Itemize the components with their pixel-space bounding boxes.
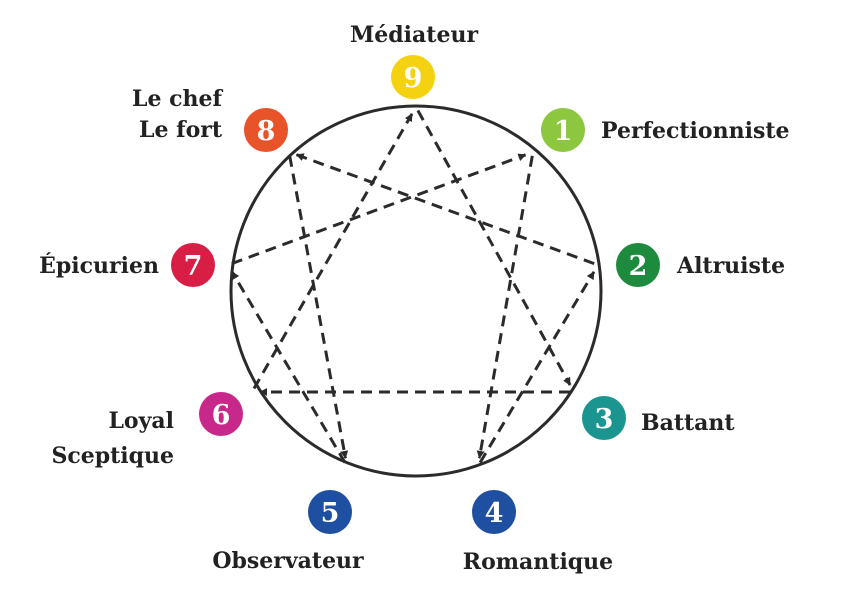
type-label-3: Battant [641, 410, 735, 436]
type-badge-2: 2 [616, 243, 660, 287]
connection-arrow-4-to-2 [478, 271, 596, 464]
type-label-5: Observateur [212, 548, 364, 574]
enneagram-circle [229, 104, 603, 478]
type-badge-circle [171, 243, 215, 287]
type-label-line: Battant [641, 410, 735, 436]
type-badge-1: 1 [541, 108, 585, 152]
connection-arrow-5-to-7 [230, 271, 347, 464]
type-badge-circle [244, 108, 288, 152]
type-label-8: Le chef Le fort [132, 86, 224, 143]
type-label-line: Perfectionniste [601, 118, 789, 144]
type-badge-8: 8 [244, 108, 288, 152]
type-badge-9: 9 [391, 55, 435, 99]
type-label-9: Médiateur [350, 22, 478, 48]
type-badge-circle [541, 108, 585, 152]
type-label-line: Le fort [139, 117, 223, 143]
badges-layer: 1 2 3 4 5 6 7 8 9 [171, 55, 660, 534]
type-label-7: Épicurien [39, 252, 159, 279]
type-badge-7: 7 [171, 243, 215, 287]
connection-arrow-2-to-8 [295, 153, 595, 266]
connection-arrow-8-to-5 [288, 155, 349, 459]
type-badge-circle [199, 392, 243, 436]
type-badge-number: 6 [212, 400, 231, 431]
labels-layer: PerfectionnisteAltruisteBattantRomantiqu… [39, 22, 789, 575]
type-badge-6: 6 [199, 392, 243, 436]
type-label-line: Romantique [463, 549, 613, 575]
type-label-line: Médiateur [350, 22, 478, 48]
type-label-line: Altruiste [676, 253, 785, 279]
type-badge-number: 7 [184, 251, 203, 282]
type-badge-circle [472, 490, 516, 534]
type-badge-number: 8 [257, 116, 276, 147]
type-label-4: Romantique [463, 549, 613, 575]
type-label-2: Altruiste [676, 253, 785, 279]
type-badge-5: 5 [308, 490, 352, 534]
type-badge-number: 2 [629, 251, 648, 282]
type-badge-4: 4 [472, 490, 516, 534]
connection-arrow-1-to-4 [476, 155, 534, 459]
connection-arrow-7-to-1 [231, 153, 527, 266]
type-badge-number: 5 [321, 498, 340, 529]
type-label-line: Sceptique [51, 443, 174, 469]
type-badge-number: 3 [595, 404, 614, 435]
type-badge-number: 1 [554, 116, 573, 147]
type-label-line: Observateur [212, 548, 364, 574]
type-label-line: Le chef [132, 86, 224, 112]
type-badge-circle [582, 396, 626, 440]
type-badge-circle [308, 490, 352, 534]
type-badge-circle [616, 243, 660, 287]
type-label-1: Perfectionniste [601, 118, 789, 144]
connections-layer [230, 109, 596, 464]
connection-arrow-9-to-3 [416, 109, 572, 386]
type-label-line: Épicurien [39, 252, 159, 279]
type-badge-number: 4 [485, 498, 504, 529]
type-label-line: Loyal [108, 408, 174, 434]
type-badge-3: 3 [582, 396, 626, 440]
type-badge-number: 9 [404, 63, 423, 94]
type-badge-circle [391, 55, 435, 99]
